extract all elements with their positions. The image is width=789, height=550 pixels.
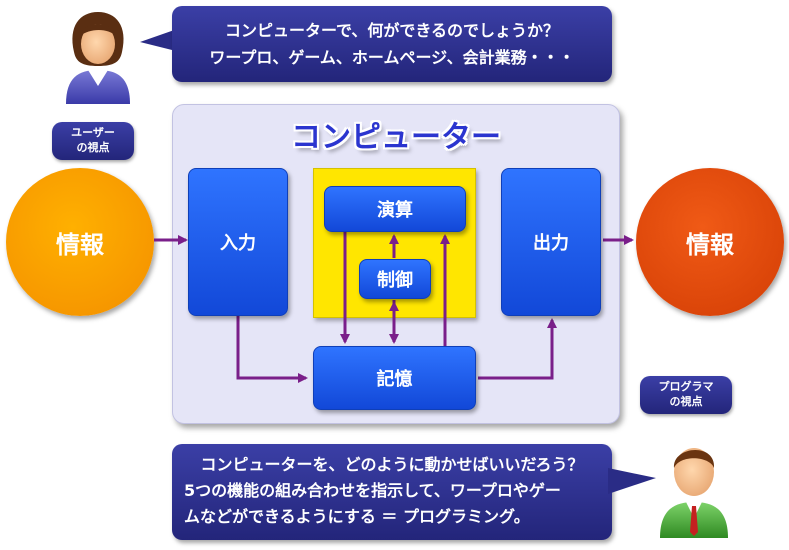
arithmetic-block-label: 演算 <box>377 200 413 221</box>
memory-block-label: 記憶 <box>376 369 413 390</box>
memory-block: 記憶 <box>313 346 476 410</box>
output-info-label: 情報 <box>686 230 734 259</box>
output-info-circle: 情報 <box>636 168 784 316</box>
top-bubble-line-2: ワープロ、ゲーム、ホームページ、会計業務・・・ <box>209 48 575 67</box>
arithmetic-block: 演算 <box>324 186 466 232</box>
top-bubble-tail <box>140 28 180 52</box>
input-block-label: 入力 <box>220 233 256 254</box>
bottom-speech-bubble: コンピューターを、どのように動かせばいいだろう？ 5つの機能の組み合わせを指示し… <box>172 444 612 540</box>
control-block-label: 制御 <box>377 270 413 291</box>
top-speech-bubble: コンピューターで、何ができるのでしょうか？ ワープロ、ゲーム、ホームページ、会計… <box>172 6 612 82</box>
input-block: 入力 <box>188 168 288 316</box>
top-bubble-line-1: コンピューターで、何ができるのでしょうか？ <box>224 21 560 40</box>
user-label-line-2: の視点 <box>76 141 110 154</box>
bottom-bubble-line-1: コンピューターを、どのように動かせばいいだろう？ <box>200 455 584 474</box>
input-info-circle: 情報 <box>6 168 154 316</box>
user-viewpoint-label: ユーザー の視点 <box>52 122 134 160</box>
computer-title: コンピューター <box>291 120 501 155</box>
bottom-bubble-line-3: ムなどができるようにする ＝ プログラミング。 <box>184 507 530 526</box>
input-info-label: 情報 <box>56 230 104 259</box>
female-user-icon <box>66 12 130 104</box>
programmer-label-line-2: の視点 <box>669 395 703 408</box>
output-block-label: 出力 <box>533 233 569 254</box>
bottom-bubble-line-2: 5つの機能の組み合わせを指示して、ワープロやゲー <box>184 481 561 500</box>
programmer-label-line-1: プログラマ <box>658 380 714 393</box>
user-label-line-1: ユーザー <box>71 126 115 139</box>
control-block: 制御 <box>359 259 431 299</box>
male-user-icon <box>660 448 728 538</box>
programmer-viewpoint-label: プログラマ の視点 <box>640 376 732 414</box>
output-block: 出力 <box>501 168 601 316</box>
bottom-bubble-tail <box>608 468 656 494</box>
